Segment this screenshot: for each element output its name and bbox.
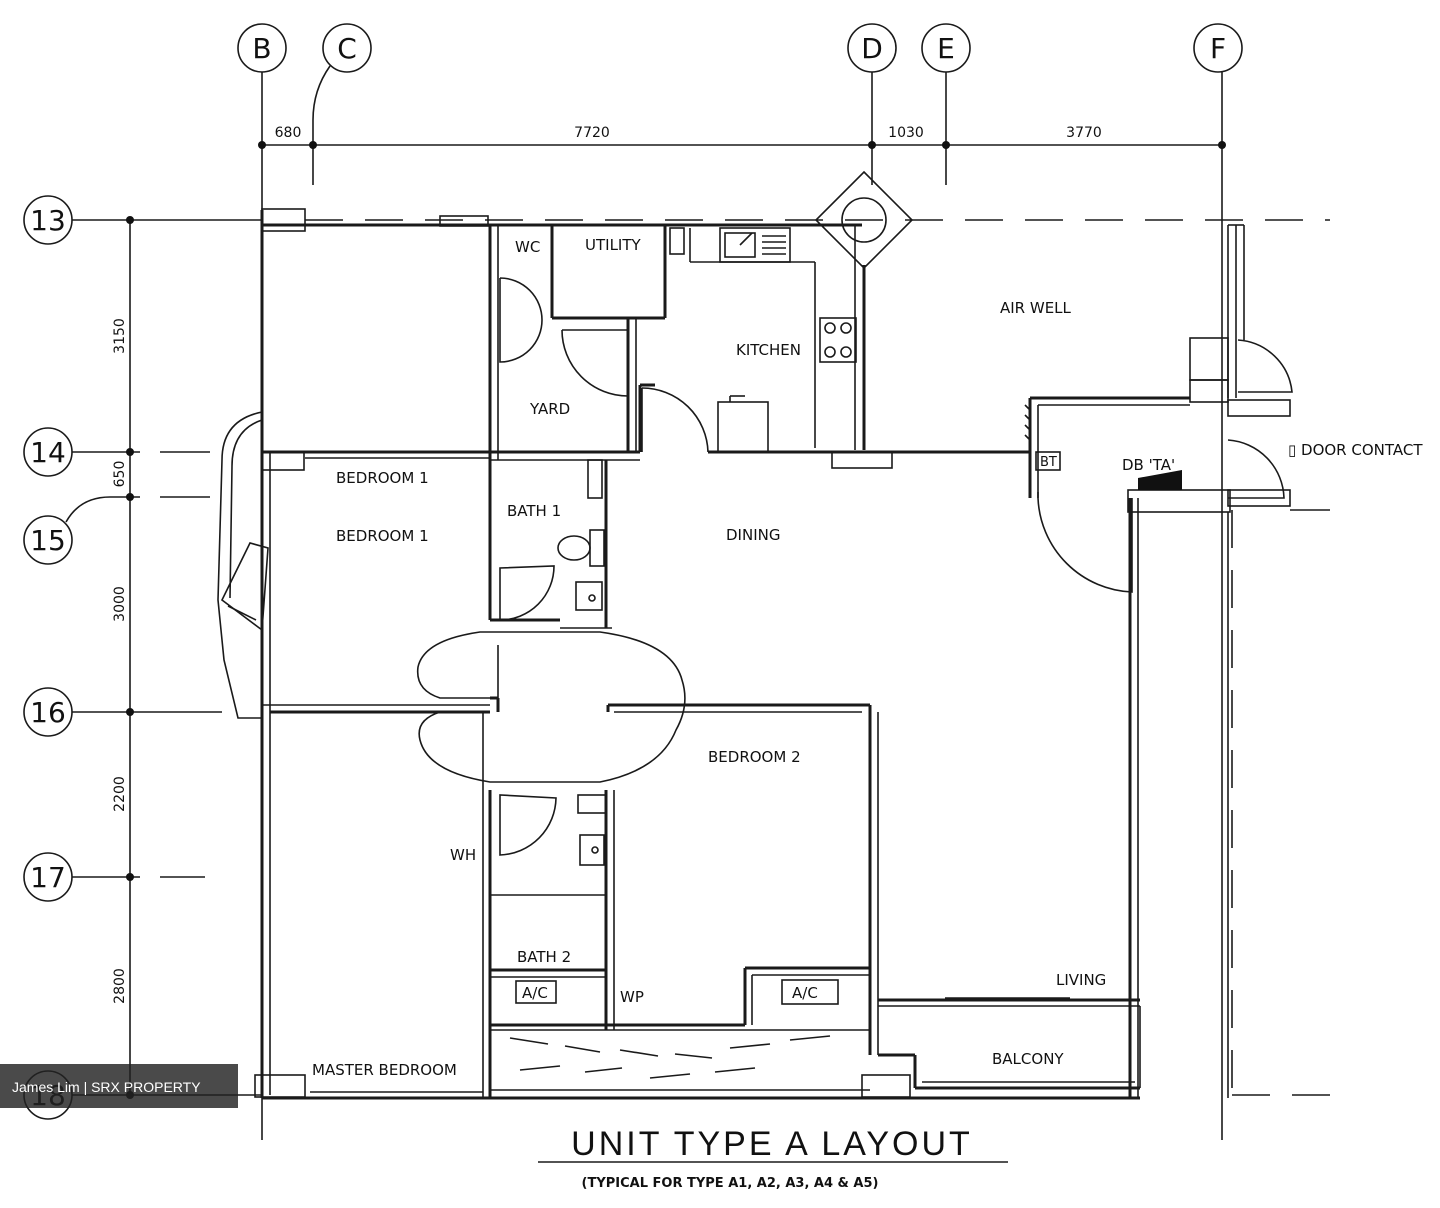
room-air-well-label: AIR WELL [1000, 299, 1072, 317]
plan-title: UNIT TYPE A LAYOUT [571, 1125, 973, 1163]
room-wh-label: WH [450, 846, 476, 864]
dim-3150: 3150 [112, 318, 128, 354]
grid-col-b: B [252, 32, 271, 65]
dim-680: 680 [275, 125, 302, 141]
toilet-icon [557, 529, 605, 567]
room-kitchen-label: KITCHEN [736, 341, 801, 359]
dim-2200: 2200 [112, 776, 128, 812]
dim-3000: 3000 [112, 586, 128, 622]
room-bedroom2-label: BEDROOM 2 [708, 748, 801, 766]
room-bedroom1-top-label: BEDROOM 1 [336, 469, 429, 487]
basin-icon [575, 581, 603, 611]
fridge-icon [717, 395, 769, 453]
room-balcony-label: BALCONY [992, 1050, 1064, 1068]
walls [217, 208, 1330, 1100]
watermark-background [0, 1064, 238, 1108]
room-master-bedroom-label: MASTER BEDROOM [312, 1061, 457, 1079]
room-bedroom1-label: BEDROOM 1 [336, 527, 429, 545]
dim-2800: 2800 [112, 968, 128, 1004]
grid-row-14: 14 [30, 436, 66, 469]
room-labels: WC UTILITY KITCHEN YARD AIR WELL BEDROOM… [312, 236, 1423, 1079]
horizontal-dimensions: 680 7720 1030 3770 [258, 125, 1226, 149]
watermark-text: James Lim | SRX PROPERTY [12, 1079, 201, 1095]
kitchen-sink-icon [719, 227, 791, 263]
room-utility-label: UTILITY [585, 236, 642, 254]
dim-1030: 1030 [888, 125, 924, 141]
door-swings [499, 277, 1293, 856]
row-grid: 13 14 15 16 17 18 [23, 195, 262, 1120]
grid-row-13: 13 [30, 204, 66, 237]
stove-icon [819, 317, 857, 363]
grid-row-15: 15 [30, 524, 66, 557]
wp-label: WP [620, 988, 644, 1006]
grid-row-16: 16 [30, 696, 66, 729]
db-ta-label: DB 'TA' [1122, 456, 1175, 474]
grid-col-f: F [1210, 32, 1226, 65]
plan-subtitle: (TYPICAL FOR TYPE A1, A2, A3, A4 & A5) [582, 1176, 879, 1191]
refuse-chute-icon [814, 170, 914, 270]
room-yard-label: YARD [529, 400, 570, 418]
dim-7720: 7720 [574, 125, 610, 141]
dim-650: 650 [112, 461, 128, 488]
door-contact-label: ▯ DOOR CONTACT [1288, 441, 1423, 459]
ac-right-label: A/C [792, 984, 818, 1002]
room-bath2-label: BATH 2 [517, 948, 571, 966]
room-bath1-label: BATH 1 [507, 502, 561, 520]
room-wc-label: WC [515, 238, 540, 256]
grid-row-17: 17 [30, 861, 66, 894]
vertical-dimensions: 3150 650 3000 2200 2800 [112, 216, 134, 1099]
bt-label: BT [1040, 455, 1057, 470]
fixtures [416, 170, 914, 866]
grid-col-d: D [861, 32, 883, 65]
basin-2-icon [579, 834, 605, 866]
grid-col-e: E [937, 32, 955, 65]
room-living-label: LIVING [1056, 971, 1106, 989]
grid-col-c: C [337, 32, 357, 65]
room-dining-label: DINING [726, 526, 780, 544]
lobby-corridor-outline [416, 631, 686, 783]
dim-3770: 3770 [1066, 125, 1102, 141]
ac-left-label: A/C [522, 984, 548, 1002]
